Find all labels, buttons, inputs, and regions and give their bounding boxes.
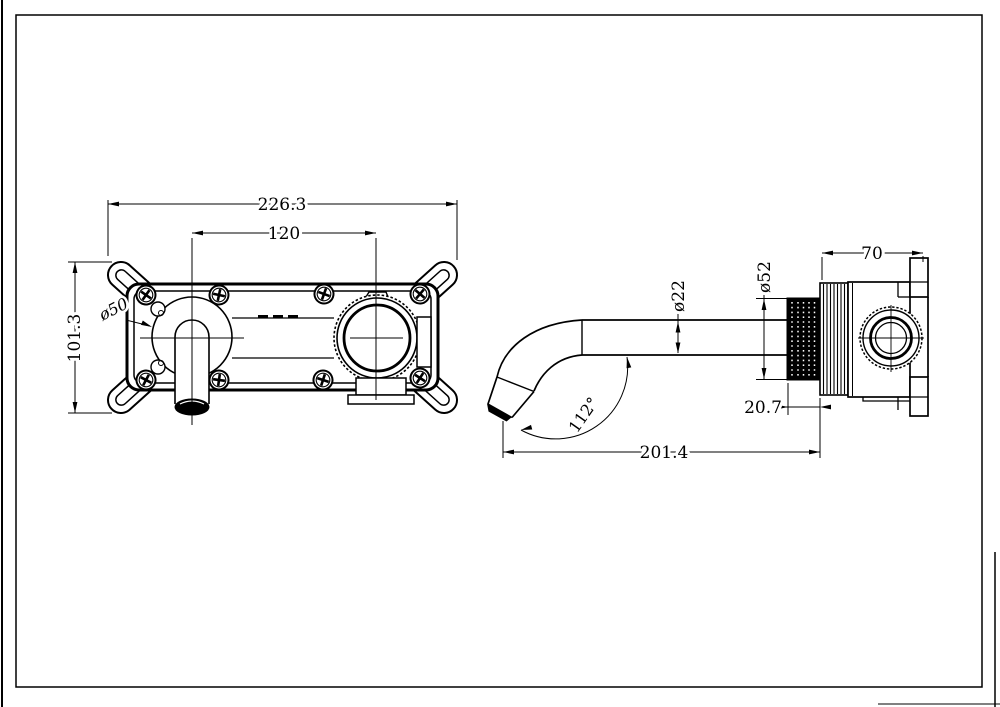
dim-valve-depth-label: 70: [861, 244, 883, 264]
dim-spout-angle-label: 112°: [565, 394, 603, 436]
phillips-screw: [135, 284, 157, 306]
spout-curve: [487, 319, 583, 422]
phillips-screws: [135, 283, 431, 391]
dim-spout-reach: [502, 421, 820, 458]
mounting-tab-top: [909, 257, 929, 298]
dim-spout-reach-label: 201.4: [640, 443, 689, 463]
centerlines: [140, 238, 403, 425]
phillips-screw: [409, 367, 431, 389]
dim-center-spacing: [192, 230, 376, 236]
dim-collar-depth-label: 20.7: [744, 398, 782, 418]
dim-overall-width-label: 226.3: [258, 195, 307, 215]
spout-tube: [581, 319, 787, 356]
front-view: 226.3 120 101.3 ø50: [62, 192, 458, 425]
dim-spout-angle: [520, 356, 632, 440]
dim-overall-height: [68, 261, 112, 414]
valve-port-circles: [858, 305, 924, 372]
dim-collar-diameter-label: ø52: [755, 261, 775, 293]
threaded-section: [819, 282, 849, 396]
spout-outlet-tip: [487, 403, 512, 422]
dim-overall-width: [107, 200, 458, 260]
phillips-screw: [208, 369, 230, 391]
phillips-screw: [312, 369, 334, 391]
dim-collar-diameter: [756, 293, 798, 380]
phillips-screw: [208, 284, 230, 306]
dim-left-port-diameter: [125, 319, 152, 327]
dim-valve-depth: [821, 250, 924, 280]
dim-spout-diameter: [675, 302, 681, 354]
dim-collar-depth: [777, 383, 831, 458]
dim-center-spacing-label: 120: [268, 224, 300, 244]
dim-spout-diameter-label: ø22: [669, 280, 689, 312]
dim-overall-height-label: 101.3: [65, 314, 85, 363]
mounting-tab-bottom: [909, 376, 929, 417]
knurled-collar: [786, 297, 821, 381]
phillips-screw: [135, 369, 157, 391]
phillips-screw: [409, 283, 431, 305]
sheet-border: [15, 14, 983, 688]
phillips-screw: [313, 283, 335, 305]
side-view: 70 ø22 ø52 20.7: [487, 241, 929, 466]
